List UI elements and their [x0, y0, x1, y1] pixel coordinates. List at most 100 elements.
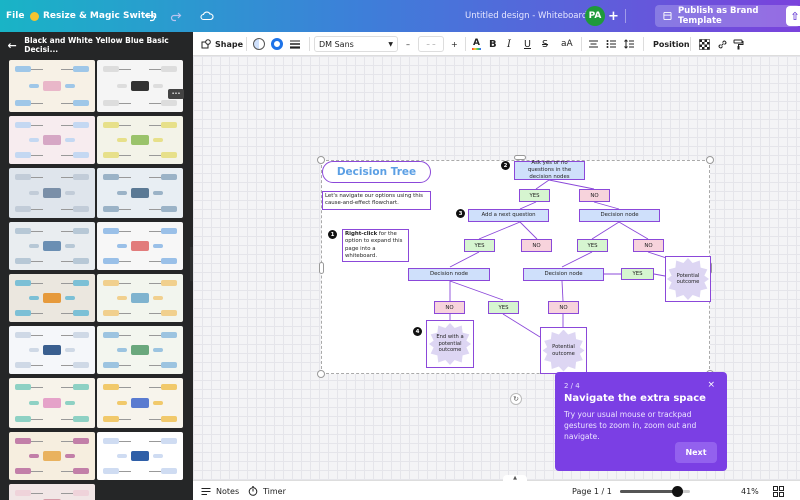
potential-outcome-node[interactable]: Potential outcome [665, 256, 711, 302]
template-thumbnail[interactable] [9, 484, 95, 500]
publish-brand-template-button[interactable]: Publish as Brand Template [655, 5, 800, 27]
page-indicator[interactable]: Page 1 / 1 [572, 486, 612, 496]
decrease-font-size-button[interactable]: – [406, 39, 410, 49]
resize-handle[interactable] [706, 156, 714, 164]
grid-view-icon[interactable] [773, 485, 784, 497]
add-question-node[interactable]: Add a next question [468, 209, 549, 222]
thumbnail-shape [103, 228, 119, 234]
template-thumbnail[interactable] [97, 168, 183, 218]
avatar[interactable]: PA [585, 6, 605, 26]
yes-label[interactable]: YES [519, 189, 550, 202]
document-title[interactable]: Untitled design - Whiteboard [465, 11, 588, 21]
shape-button[interactable]: Shape [201, 32, 243, 56]
template-thumbnail[interactable] [9, 432, 95, 480]
border-style-icon[interactable] [289, 39, 301, 49]
more-options-button[interactable]: ••• [168, 89, 184, 99]
close-icon[interactable]: × [707, 380, 715, 390]
letter-case-button[interactable]: aA [561, 39, 573, 49]
template-thumbnail[interactable] [9, 222, 95, 270]
yes-label[interactable]: YES [621, 268, 654, 280]
notes-button[interactable]: Notes [201, 481, 239, 500]
text-color-button[interactable]: A [472, 32, 481, 56]
fill-color-swatch[interactable] [253, 38, 265, 50]
no-label[interactable]: NO [521, 239, 552, 252]
line-spacing-icon[interactable] [624, 39, 635, 49]
template-thumbnail[interactable] [97, 116, 183, 164]
strikethrough-button[interactable]: S [542, 38, 549, 50]
zoom-level[interactable]: 41% [741, 486, 759, 496]
thumbnail-shape [153, 138, 163, 142]
template-thumbnail[interactable] [97, 60, 183, 112]
underline-button[interactable]: U [524, 38, 531, 50]
thumbnail-line [61, 103, 73, 104]
template-thumbnail[interactable] [9, 378, 95, 428]
template-thumbnail[interactable] [9, 60, 95, 112]
redo-icon[interactable] [170, 10, 182, 22]
yes-label[interactable]: YES [464, 239, 495, 252]
resize-handle[interactable] [514, 155, 526, 160]
thumbnail-shape [161, 416, 177, 422]
resize-handle[interactable] [319, 262, 324, 274]
template-thumbnail[interactable] [97, 378, 183, 428]
increase-font-size-button[interactable]: + [451, 39, 458, 49]
thumbnail-line [149, 387, 161, 388]
template-thumbnail[interactable] [9, 326, 95, 374]
cloud-sync-icon[interactable] [200, 10, 214, 22]
no-label[interactable]: NO [579, 189, 610, 202]
diagram-title[interactable]: Decision Tree [322, 161, 431, 183]
bold-button[interactable]: B [489, 38, 497, 50]
template-thumbnail[interactable] [9, 168, 95, 218]
arrow-left-icon[interactable]: ← [7, 38, 17, 52]
template-thumbnail[interactable] [97, 432, 183, 480]
root-question-node[interactable]: Ask yes or no questions in the decision … [514, 160, 585, 180]
thumbnail-shape [43, 135, 61, 145]
zoom-slider[interactable] [620, 485, 690, 497]
resize-magic-switch-button[interactable]: Resize & Magic Switch [43, 11, 157, 21]
thumbnail-line [31, 103, 43, 104]
font-size-input[interactable]: – – [426, 40, 436, 48]
position-button[interactable]: Position [653, 39, 690, 49]
undo-icon[interactable] [144, 10, 156, 22]
italic-button[interactable]: I [507, 38, 511, 50]
no-label[interactable]: NO [633, 239, 664, 252]
timer-button[interactable]: Timer [248, 481, 286, 500]
no-label[interactable]: NO [434, 301, 465, 314]
rotate-handle[interactable]: ↻ [510, 393, 522, 405]
tour-body: Try your usual mouse or trackpad gesture… [564, 410, 697, 441]
list-icon[interactable] [606, 39, 617, 49]
thumbnail-line [119, 313, 131, 314]
template-thumbnail[interactable] [97, 326, 183, 374]
decision-node[interactable]: Decision node [408, 268, 490, 281]
zoom-slider-thumb[interactable] [672, 485, 683, 497]
no-label[interactable]: NO [548, 301, 579, 314]
template-thumbnail[interactable] [9, 116, 95, 164]
thumbnail-line [119, 261, 131, 262]
end-outcome-node[interactable]: End with a potential outcome [426, 320, 474, 368]
thumbnail-shape [29, 454, 39, 458]
resize-handle[interactable] [317, 370, 325, 378]
paint-roller-icon[interactable] [733, 39, 744, 50]
template-thumbnail[interactable] [9, 274, 95, 322]
template-thumbnail[interactable] [97, 274, 183, 322]
intro-text[interactable]: Let's navigate our options using this ca… [322, 191, 431, 210]
thumbnail-shape [73, 384, 89, 390]
share-button[interactable]: ⇧ [786, 6, 800, 26]
yes-label[interactable]: YES [577, 239, 608, 252]
border-color-swatch[interactable] [271, 38, 283, 50]
transparency-icon[interactable] [699, 38, 710, 50]
yes-label[interactable]: YES [488, 301, 519, 314]
hint-text[interactable]: Right-click for the option to expand thi… [342, 229, 409, 263]
add-collaborator-button[interactable]: + [608, 8, 619, 24]
decision-node[interactable]: Decision node [579, 209, 660, 222]
expand-pages-handle[interactable]: ▲ [503, 475, 527, 481]
decision-node[interactable]: Decision node [523, 268, 604, 281]
resize-handle[interactable] [317, 156, 325, 164]
thumbnail-shape [15, 468, 31, 474]
next-button[interactable]: Next [675, 442, 717, 463]
font-family-dropdown[interactable]: DM Sans ▼ [314, 36, 398, 52]
potential-outcome-node[interactable]: Potential outcome [540, 327, 587, 374]
template-thumbnail[interactable] [97, 222, 183, 270]
align-center-icon[interactable] [588, 39, 599, 49]
file-menu-button[interactable]: File [6, 11, 25, 21]
link-icon[interactable] [717, 39, 728, 50]
